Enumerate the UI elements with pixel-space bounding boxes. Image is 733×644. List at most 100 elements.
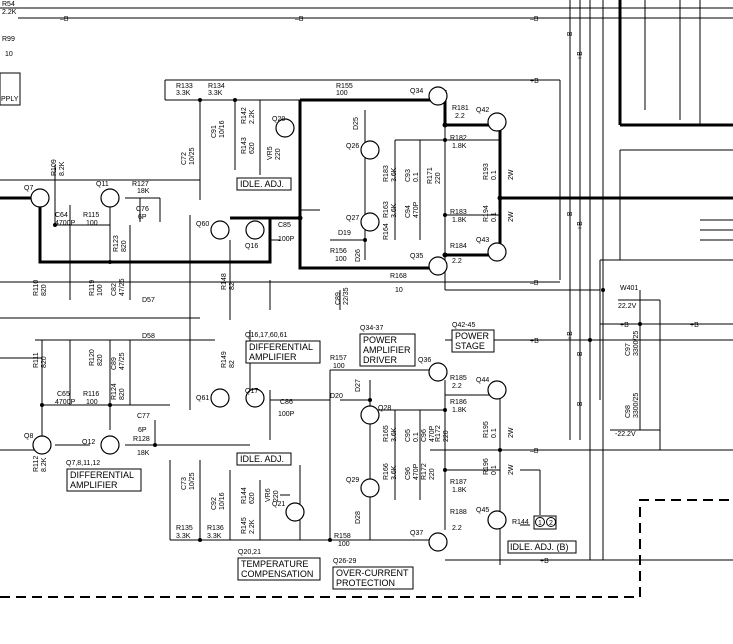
svg-text:2.2K: 2.2K [2, 9, 17, 16]
svg-text:R187: R187 [450, 479, 467, 486]
svg-text:R142: R142 [241, 107, 248, 124]
svg-text:R134: R134 [208, 83, 225, 90]
svg-text:R171: R171 [427, 167, 434, 184]
svg-text:Q34: Q34 [410, 88, 423, 95]
rail-pos-label: +B [577, 51, 584, 60]
power-supply-fragment: PPLY [1, 96, 19, 103]
svg-text:10: 10 [5, 51, 13, 58]
transistor-q45: Q45 [476, 507, 507, 530]
svg-text:Q28: Q28 [378, 405, 391, 412]
svg-text:R186: R186 [450, 399, 467, 406]
svg-text:C93: C93 [405, 169, 412, 182]
svg-text:D20: D20 [330, 393, 343, 400]
ref-22v-neg: -22.2V [615, 431, 636, 438]
svg-text:C73: C73 [181, 477, 188, 490]
svg-text:Q7,8,11,12: Q7,8,11,12 [66, 460, 100, 467]
svg-text:IDLE. ADJ.: IDLE. ADJ. [240, 179, 284, 189]
svg-text:100: 100 [333, 363, 345, 370]
svg-text:Q21: Q21 [272, 501, 285, 508]
transistor-q34: Q34 [410, 86, 448, 106]
svg-text:2.2K: 2.2K [249, 519, 256, 534]
svg-text:R115: R115 [83, 212, 99, 219]
svg-text:470P: 470P [429, 425, 436, 442]
svg-text:PROTECTION: PROTECTION [336, 578, 395, 588]
svg-text:10: 10 [395, 287, 403, 294]
rail-neg-label: –B [530, 448, 539, 455]
svg-text:47/25: 47/25 [119, 278, 126, 296]
svg-text:2W: 2W [508, 211, 515, 222]
svg-text:Q17: Q17 [245, 388, 258, 395]
transistor-q27: Q27 [346, 212, 380, 232]
svg-text:Q26-29: Q26-29 [333, 558, 356, 565]
temp-comp-box: Q20,21 TEMPERATURE COMPENSATION [237, 549, 321, 581]
svg-text:0.1: 0.1 [491, 212, 498, 222]
transistor-q43: Q43 [476, 237, 507, 262]
rail-neg-label: –B [530, 16, 539, 23]
svg-text:R123: R123 [113, 235, 120, 252]
svg-text:Q16,17,60,61: Q16,17,60,61 [245, 332, 288, 339]
svg-text:D26: D26 [355, 249, 362, 262]
svg-text:Q34-37: Q34-37 [360, 325, 383, 332]
transistor-q12: Q12 [82, 435, 120, 455]
svg-text:Q12: Q12 [82, 439, 95, 446]
svg-text:R196: R196 [483, 458, 490, 475]
cn2-connector: R144 1 2 [512, 515, 557, 530]
svg-text:R188: R188 [450, 509, 467, 516]
svg-text:2.2: 2.2 [452, 383, 462, 390]
svg-text:2W: 2W [508, 169, 515, 180]
transistor-q36: Q36 [418, 357, 448, 382]
transistor-q61: Q61 [196, 388, 230, 408]
svg-text:C92: C92 [211, 497, 218, 510]
svg-text:C72: C72 [181, 152, 188, 165]
svg-text:C82: C82 [111, 283, 118, 296]
transistor-q37: Q37 [410, 530, 448, 552]
svg-text:IDLE. ADJ.: IDLE. ADJ. [240, 454, 284, 464]
svg-text:C77: C77 [137, 413, 150, 420]
svg-text:3300/25: 3300/25 [633, 393, 640, 418]
transistor-q21: Q21 [272, 501, 305, 522]
svg-text:D25: D25 [353, 117, 360, 130]
svg-text:R193: R193 [483, 163, 490, 180]
svg-text:R163: R163 [383, 201, 390, 218]
rail-neg-label: –B [577, 401, 584, 410]
svg-text:100: 100 [335, 256, 347, 263]
svg-text:10/16: 10/16 [219, 120, 226, 138]
svg-text:VR5: VR5 [267, 146, 274, 160]
svg-text:Q11: Q11 [96, 181, 109, 188]
svg-text:R149: R149 [221, 351, 228, 368]
svg-text:2W: 2W [508, 427, 515, 438]
svg-text:8.2K: 8.2K [59, 161, 66, 176]
svg-text:82: 82 [229, 360, 236, 368]
svg-text:R54: R54 [2, 1, 15, 8]
svg-text:Q35: Q35 [410, 253, 423, 260]
svg-text:Q16: Q16 [245, 243, 258, 250]
svg-text:Q26: Q26 [346, 143, 359, 150]
svg-text:Q37: Q37 [410, 530, 423, 537]
svg-text:C95: C95 [405, 429, 412, 442]
svg-text:R172: R172 [435, 425, 442, 442]
svg-text:220: 220 [435, 172, 442, 184]
svg-text:VR6: VR6 [265, 488, 272, 502]
svg-text:2.2: 2.2 [452, 525, 462, 532]
svg-text:R112: R112 [33, 456, 40, 472]
svg-text:POWER: POWER [455, 331, 490, 341]
svg-text:100: 100 [97, 284, 104, 296]
svg-text:3.6K: 3.6K [391, 203, 398, 218]
svg-text:820: 820 [121, 240, 128, 252]
svg-text:R157: R157 [330, 355, 347, 362]
svg-text:Q36: Q36 [418, 357, 431, 364]
ref-22v-pos: 22.2V [618, 303, 637, 310]
svg-text:1.8K: 1.8K [452, 407, 467, 414]
idle-adj-mid-box: IDLE. ADJ. [236, 452, 292, 466]
svg-text:STAGE: STAGE [455, 341, 485, 351]
diff-amp-upper-box: Q16,17,60,61 DIFFERENTIAL AMPLIFIER [245, 332, 321, 364]
svg-text:220: 220 [429, 468, 436, 480]
svg-text:D28: D28 [355, 511, 362, 524]
overcurrent-box: Q26-29 OVER-CURRENT PROTECTION [332, 558, 414, 590]
svg-text:3.6K: 3.6K [391, 465, 398, 480]
svg-text:C98: C98 [625, 405, 632, 418]
svg-text:0.1: 0.1 [413, 172, 420, 182]
svg-text:C96: C96 [421, 429, 428, 442]
svg-text:100: 100 [86, 399, 98, 406]
transistor-q7: Q7 [24, 185, 50, 208]
